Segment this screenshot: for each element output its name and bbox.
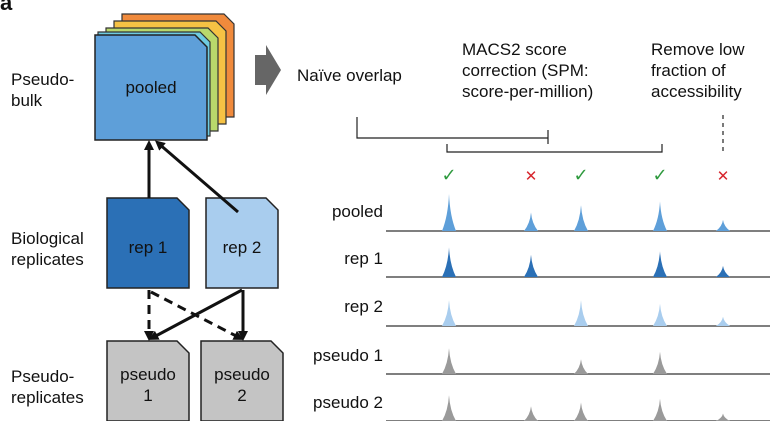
rep2-box: [205, 197, 279, 289]
rep2-box-label: rep 2: [222, 238, 262, 257]
arrow-rep2-to-pooled: [154, 140, 239, 214]
peak: [716, 265, 730, 277]
process-arrow-icon: [255, 45, 281, 95]
track-label-pooled: pooled: [331, 202, 383, 221]
pseudo1-box-label: pseudo 1: [120, 365, 176, 405]
panel-letter: a: [0, 0, 13, 15]
rep1-box-label: rep 1: [128, 238, 168, 257]
pooled-box: [94, 34, 208, 141]
track-label-pseudo2: pseudo 2: [313, 393, 383, 412]
pseudo1-box: [106, 340, 190, 421]
mark-pass-2: ✓: [573, 165, 588, 186]
rep1-box: [106, 197, 190, 289]
pseudoreplicates-label: Pseudo- replicates: [11, 367, 84, 407]
naive-overlap-header: Naïve overlap: [297, 66, 402, 85]
pseudo2-box-label: pseudo 2: [214, 365, 270, 405]
track-label-rep2: rep 2: [344, 297, 383, 316]
peak: [574, 359, 588, 374]
peak-marks: ✓ ✕ ✓ ✓ ✕: [441, 165, 729, 186]
peak: [716, 316, 730, 326]
peak: [653, 201, 667, 231]
peak: [716, 219, 730, 231]
peak: [574, 402, 588, 421]
mark-fail-4: ✕: [717, 167, 730, 185]
pooled-box-label: pooled: [125, 78, 177, 97]
pseudo2-box: [200, 340, 284, 421]
peak: [524, 254, 538, 277]
remove-low-header: Remove low fraction of accessibility: [651, 40, 745, 101]
peak: [524, 406, 538, 421]
pseudobulk-label: Pseudo- bulk: [11, 70, 75, 110]
peak: [716, 413, 730, 421]
peak: [524, 212, 538, 231]
peak: [442, 348, 456, 374]
peak: [653, 251, 667, 277]
peak: [653, 351, 667, 374]
peak: [442, 194, 456, 231]
macs2-header: MACS2 score correction (SPM: score-per-m…: [462, 40, 594, 101]
biological-replicates-label: Biological replicates: [11, 229, 84, 269]
mark-pass-3: ✓: [652, 165, 667, 186]
peak: [574, 300, 588, 326]
peak: [442, 300, 456, 326]
naive-overlap-bracket: [356, 117, 663, 153]
peak: [653, 398, 667, 421]
peak: [574, 205, 588, 231]
peak: [442, 395, 456, 421]
track-label-rep1: rep 1: [344, 249, 383, 268]
track-label-pseudo1: pseudo 1: [313, 346, 383, 365]
peak: [442, 247, 456, 277]
mark-pass-0: ✓: [441, 165, 456, 186]
arrow-rep2-to-pseudo1: [148, 288, 243, 340]
peak: [653, 303, 667, 326]
peak-tracks: [386, 194, 770, 421]
mark-fail-1: ✕: [525, 167, 538, 185]
